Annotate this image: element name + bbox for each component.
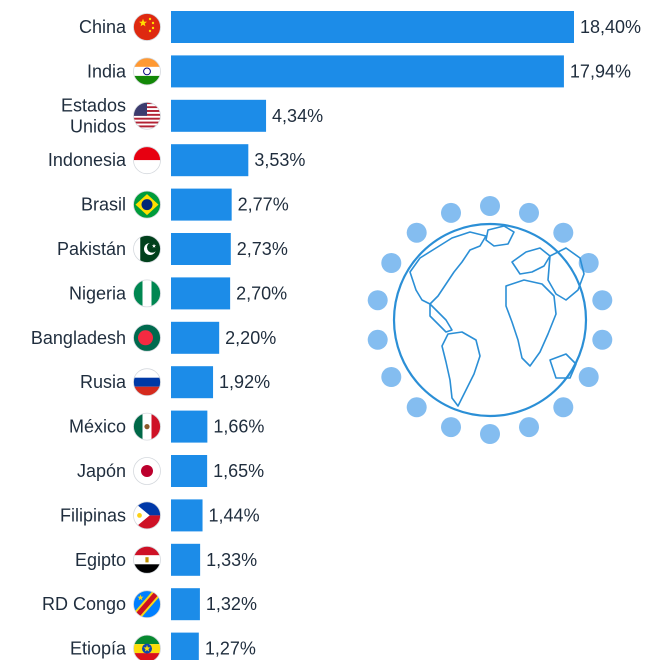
globe-with-people-icon [367, 196, 613, 444]
category-label: Egipto [75, 550, 126, 570]
person-dot [578, 367, 599, 387]
nigeria-flag [133, 279, 161, 308]
bar [171, 144, 249, 177]
value-label: 3,53% [254, 150, 305, 170]
category-label: Indonesia [48, 150, 127, 170]
person-dot [367, 290, 388, 311]
mexico-flag [133, 412, 161, 441]
bar [171, 366, 214, 399]
category-label: Filipinas [60, 505, 126, 525]
category-label: México [69, 417, 126, 437]
bar [171, 543, 201, 576]
india-flag [133, 57, 161, 86]
category-label: Bangladesh [31, 328, 126, 348]
bar [171, 321, 220, 354]
bar [171, 99, 267, 132]
category-label: China [79, 17, 127, 37]
bar [171, 455, 208, 487]
category-label: Pakistán [57, 239, 126, 259]
person-dot [480, 196, 500, 216]
value-label: 2,20% [225, 328, 276, 348]
usa-flag [133, 101, 161, 130]
person-dot [592, 290, 613, 311]
value-label: 2,73% [237, 239, 288, 259]
person-dot [381, 367, 402, 387]
value-label: 1,32% [206, 594, 257, 614]
person-dot [406, 222, 427, 243]
person-dot [553, 222, 574, 243]
globe-outline [392, 222, 588, 418]
bar [171, 11, 574, 43]
value-label: 2,77% [238, 195, 289, 215]
bangladesh-flag [133, 323, 161, 352]
category-label: Rusia [80, 372, 127, 392]
bar [171, 410, 208, 443]
indonesia-flag [133, 146, 161, 175]
drc-flag [133, 590, 161, 619]
category-label: RD Congo [42, 594, 126, 614]
bar [171, 233, 231, 265]
person-dot [592, 329, 613, 350]
value-label: 1,27% [205, 639, 256, 659]
person-dot [441, 417, 461, 438]
category-label: Japón [77, 461, 126, 481]
russia-flag [133, 368, 161, 397]
person-dot [519, 417, 539, 438]
value-label: 4,34% [272, 106, 323, 126]
bar [171, 499, 203, 532]
person-dot [553, 397, 574, 418]
person-dot [441, 202, 461, 223]
brazil-flag [133, 190, 161, 219]
value-label: 17,94% [570, 61, 631, 81]
value-label: 1,44% [209, 505, 260, 525]
bar [171, 55, 564, 88]
person-dot [406, 397, 427, 418]
value-label: 2,70% [236, 283, 287, 303]
value-label: 1,65% [213, 461, 264, 481]
egypt-flag [133, 545, 161, 574]
person-dot [578, 253, 599, 273]
value-label: 1,66% [213, 417, 264, 437]
japan-flag [133, 457, 161, 485]
globe-dots [367, 196, 613, 444]
bar [171, 277, 231, 310]
pakistan-flag [133, 235, 161, 263]
category-label: Etiopía [70, 639, 127, 659]
category-label: Nigeria [69, 283, 127, 303]
ethiopia-flag [133, 634, 161, 660]
china-flag [133, 13, 161, 41]
value-label: 1,92% [219, 372, 270, 392]
person-dot [519, 202, 539, 223]
person-dot [381, 253, 402, 273]
globe-continents [409, 225, 585, 407]
value-label: 1,33% [206, 550, 257, 570]
value-label: 18,40% [580, 17, 641, 37]
bar [171, 588, 200, 621]
category-label: Brasil [81, 195, 126, 215]
philippines-flag [133, 501, 161, 530]
category-label: India [87, 61, 127, 81]
person-dot [367, 329, 388, 350]
bar [171, 632, 199, 660]
bar [171, 188, 232, 221]
person-dot [480, 424, 500, 444]
